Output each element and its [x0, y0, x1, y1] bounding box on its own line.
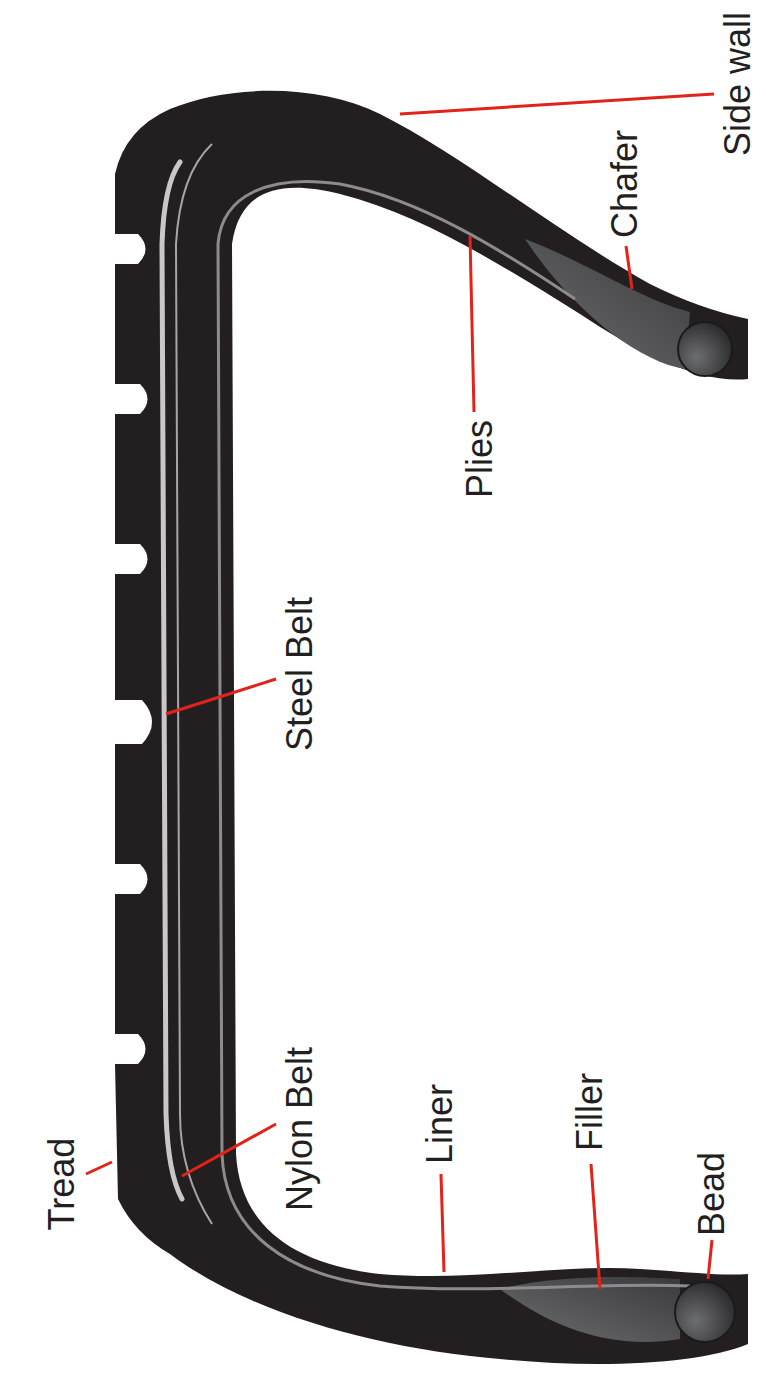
part-label: Steel Belt — [280, 597, 320, 751]
tire-body — [115, 91, 748, 1364]
leader-line — [591, 1164, 600, 1289]
leader-line — [400, 94, 714, 114]
part-label: Tread — [42, 1138, 82, 1231]
part-label: Nylon Belt — [280, 1047, 320, 1211]
bead-circle — [678, 322, 732, 376]
leader-line — [86, 1162, 112, 1174]
part-label: Chafer — [605, 130, 645, 238]
part-label: Filler — [570, 1073, 610, 1151]
ply-line — [218, 182, 690, 1289]
leader-lines — [86, 94, 714, 1289]
nylon-belt-line — [176, 144, 212, 1224]
part-label: Liner — [420, 1084, 460, 1164]
steel-belt-line — [162, 162, 182, 1199]
leader-line — [182, 1124, 276, 1176]
part-label: Bead — [692, 1152, 732, 1236]
part-label: Plies — [460, 420, 500, 498]
leader-line — [708, 1240, 712, 1279]
leader-line — [166, 679, 276, 714]
bead-circle — [675, 1282, 735, 1342]
leader-line — [626, 246, 632, 289]
leader-line — [441, 1174, 444, 1272]
part-label: Side wall — [718, 12, 758, 156]
chafer — [525, 239, 690, 369]
leader-line — [470, 236, 474, 412]
